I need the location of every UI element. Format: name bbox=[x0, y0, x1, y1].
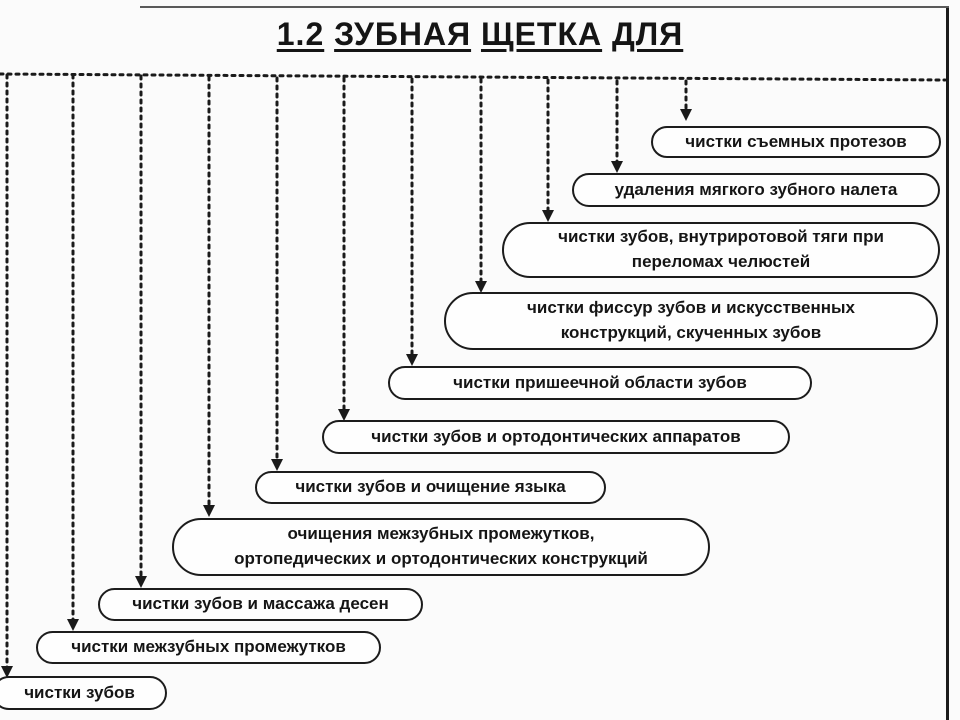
arrowhead-2 bbox=[611, 161, 623, 173]
arrowhead-3 bbox=[542, 210, 554, 222]
title-number: 1.2 bbox=[276, 16, 325, 52]
arrowhead-6 bbox=[338, 409, 350, 421]
purpose-teeth-cleaning: чистки зубов bbox=[0, 676, 167, 710]
purpose-fissures-and-crowded-teeth: чистки фиссур зубов и искусственных конс… bbox=[444, 292, 938, 350]
purpose-label-line2: переломах челюстей bbox=[631, 252, 811, 271]
arrowhead-4 bbox=[475, 281, 487, 293]
purpose-interdental-spaces: чистки межзубных промежутков bbox=[36, 631, 381, 664]
purpose-label: чистки зубов и очищение языка bbox=[295, 477, 566, 497]
purpose-interdental-and-constructions: очищения межзубных промежутков, ортопеди… bbox=[172, 518, 710, 576]
purpose-label-line1: чистки фиссур зубов и искусственных bbox=[527, 298, 855, 318]
purpose-label: чистки пришеечной области зубов bbox=[453, 372, 747, 392]
page-frame-top bbox=[140, 6, 949, 8]
purpose-label: чистки зубов и ортодонтических аппаратов bbox=[371, 426, 741, 446]
purpose-jaw-fracture-traction: чистки зубов, внутриротовой тяги при пер… bbox=[502, 222, 940, 278]
title-word-toothbrush: ЩЕТКА bbox=[480, 16, 603, 52]
arrowhead-1 bbox=[680, 109, 692, 121]
connector-arrows bbox=[1, 73, 692, 678]
purpose-soft-plaque-removal: удаления мягкого зубного налета bbox=[572, 173, 940, 207]
arrowhead-11 bbox=[1, 666, 13, 678]
purpose-label: чистки межзубных промежутков bbox=[71, 637, 346, 657]
purpose-label: удаления мягкого зубного налета bbox=[614, 179, 898, 199]
purpose-label: чистки съемных протезов bbox=[685, 131, 907, 151]
purpose-label: чистки зубов и массажа десен bbox=[132, 594, 389, 614]
arrowhead-10 bbox=[67, 619, 79, 631]
purpose-removable-dentures: чистки съемных протезов bbox=[651, 126, 941, 158]
title-word-for: ДЛЯ bbox=[612, 16, 684, 52]
purpose-label-line1: очищения межзубных промежутков, bbox=[287, 524, 595, 544]
purpose-orthodontic-appliances: чистки зубов и ортодонтических аппаратов bbox=[322, 420, 790, 454]
purpose-label: чистки зубов bbox=[24, 682, 135, 702]
purpose-tongue-cleaning: чистки зубов и очищение языка bbox=[255, 471, 606, 504]
diagram-title: 1.2 ЗУБНАЯ ЩЕТКА ДЛЯ bbox=[0, 16, 960, 53]
purpose-label-line2: ортопедических и ортодонтических констру… bbox=[234, 549, 648, 568]
purpose-gum-massage: чистки зубов и массажа десен bbox=[98, 588, 423, 621]
title-word-toothbrush-adj: ЗУБНАЯ bbox=[334, 16, 472, 52]
top-dotted-line bbox=[0, 72, 947, 82]
purpose-label-line2: конструкций, скученных зубов bbox=[560, 323, 822, 342]
arrowhead-7 bbox=[271, 459, 283, 471]
arrowhead-5 bbox=[406, 354, 418, 366]
purpose-cervical-area: чистки пришеечной области зубов bbox=[388, 366, 812, 400]
purpose-label-line1: чистки зубов, внутриротовой тяги при bbox=[558, 227, 884, 247]
arrowhead-8 bbox=[203, 505, 215, 517]
page-frame-right bbox=[946, 8, 949, 720]
arrowhead-9 bbox=[135, 576, 147, 588]
